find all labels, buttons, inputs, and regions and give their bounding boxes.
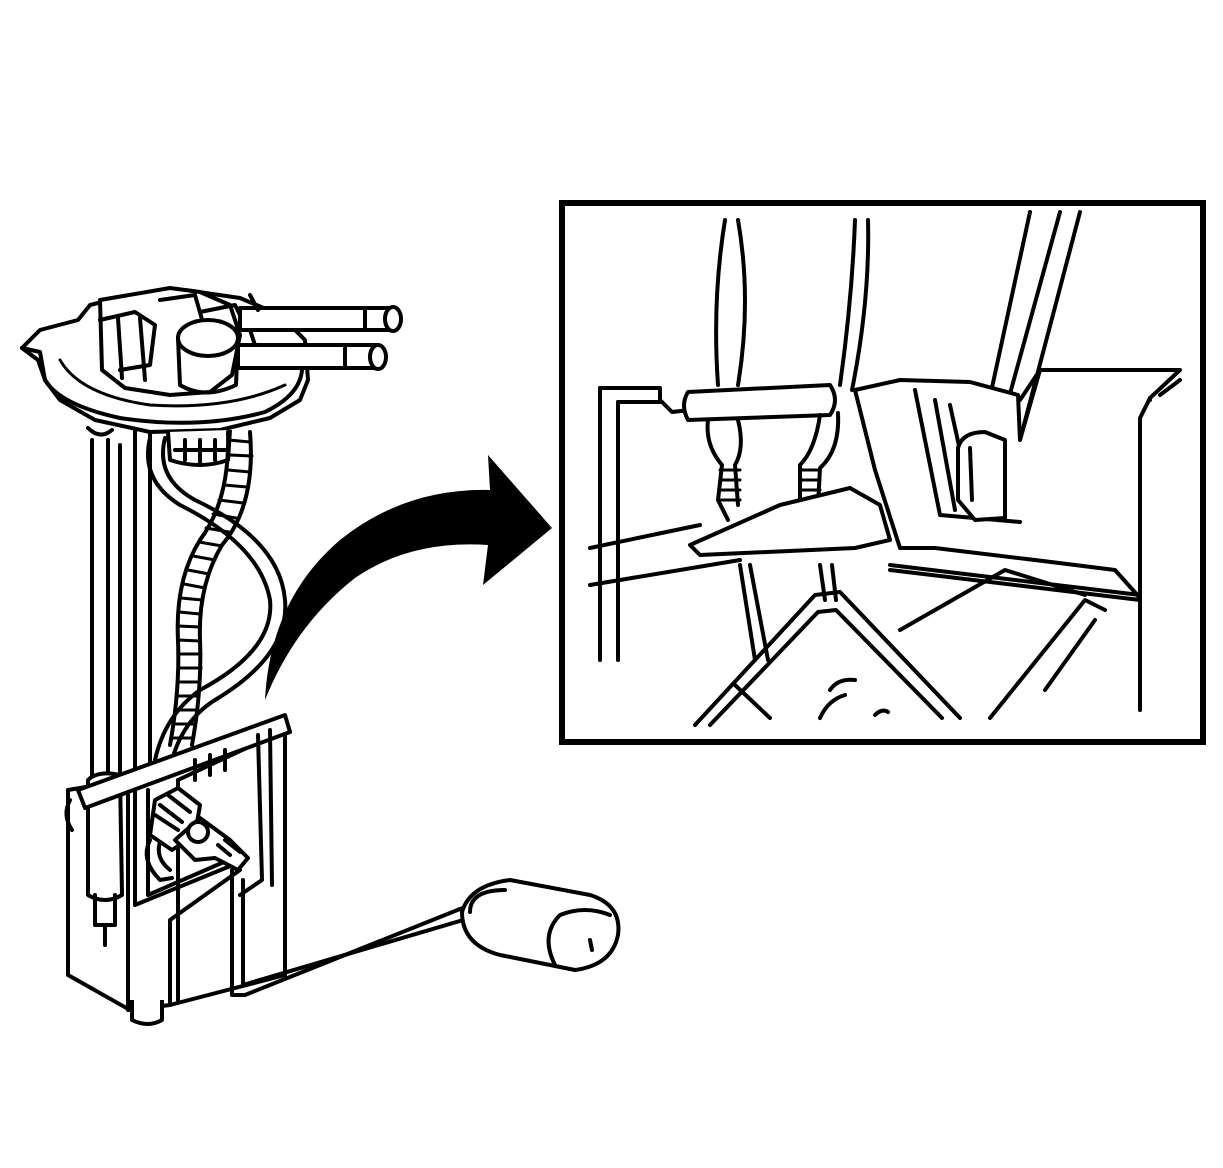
sender-wires [146, 436, 288, 770]
inset-frame [588, 386, 742, 662]
guide-rods [90, 428, 152, 792]
callout-arrow [265, 455, 552, 700]
inset-wedge [688, 486, 892, 662]
module-flange [20, 286, 310, 434]
inset-connector-bar [682, 383, 841, 522]
wire-connector [144, 786, 250, 882]
inset-housing [853, 368, 1182, 712]
detail-inset [559, 200, 1206, 745]
fuel-float [460, 878, 621, 972]
float-arm [230, 868, 472, 997]
inset-lower-body [693, 568, 1107, 727]
flange-collar [86, 426, 232, 467]
corrugated-hose [168, 430, 254, 747]
sender-bracket [76, 713, 292, 907]
fuel-pump-module [20, 286, 621, 1026]
outlet-tubes [236, 293, 403, 371]
